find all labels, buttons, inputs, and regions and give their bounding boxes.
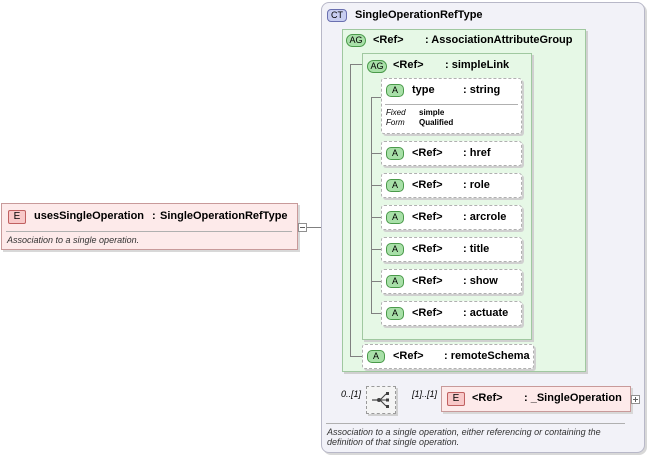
expand-icon[interactable] <box>631 395 640 404</box>
single-op-badge: E <box>447 392 465 406</box>
attr-title-ref: <Ref> <box>412 243 443 255</box>
attr-actuate[interactable]: A <Ref> : actuate <box>381 301 522 326</box>
ct-badge: CT <box>327 9 347 22</box>
attr-arcrole-badge: A <box>386 211 404 224</box>
attr-href-ref: <Ref> <box>412 147 443 159</box>
ct-doc: Association to a single operation, eithe… <box>327 427 601 447</box>
attr-arcrole-ref: <Ref> <box>412 211 443 223</box>
attr-href[interactable]: A <Ref> : href <box>381 141 522 166</box>
connector-attr-5 <box>371 281 381 282</box>
collapse-icon[interactable] <box>298 223 307 232</box>
connector-element-to-ct <box>306 227 332 228</box>
ag-outer-name: : AssociationAttributeGroup <box>425 34 573 46</box>
ag-inner-badge: AG <box>367 60 387 73</box>
attr-title[interactable]: A <Ref> : title <box>381 237 522 262</box>
fixed-value: simple <box>419 108 445 117</box>
connector-attr-3 <box>371 217 381 218</box>
choice-box[interactable] <box>366 386 396 414</box>
element-sep: : <box>152 210 156 222</box>
attr-remote-schema[interactable]: A <Ref> : remoteSchema <box>362 344 534 369</box>
attr-role-badge: A <box>386 179 404 192</box>
connector-attr-type <box>371 97 381 98</box>
ct-divider <box>326 423 625 424</box>
connector-to-ag-inner <box>350 64 362 65</box>
attr-show-badge: A <box>386 275 404 288</box>
fixed-label: Fixed <box>386 108 406 117</box>
attr-arcrole-name: : arcrole <box>463 211 507 223</box>
single-op-name: : _SingleOperation <box>524 392 622 404</box>
element-badge: E <box>8 210 26 224</box>
ag-inner-name: : simpleLink <box>445 59 510 71</box>
attr-role-ref: <Ref> <box>412 179 443 191</box>
form-label: Form <box>386 118 405 127</box>
attr-actuate-ref: <Ref> <box>412 307 443 319</box>
connector-attr-4 <box>371 249 381 250</box>
element-type: SingleOperationRefType <box>160 210 288 222</box>
attr-href-badge: A <box>386 147 404 160</box>
attr-role-name: : role <box>463 179 490 191</box>
element-box[interactable]: E usesSingleOperation : SingleOperationR… <box>1 203 298 250</box>
attr-type[interactable]: A type : string Fixed simple Form Qualif… <box>381 78 522 134</box>
attr-arcrole[interactable]: A <Ref> : arcrole <box>381 205 522 230</box>
connector-ag-inner-vertical <box>371 97 372 314</box>
single-operation-box[interactable]: E <Ref> : _SingleOperation <box>441 386 631 412</box>
connector-ag-outer-vertical <box>350 64 351 356</box>
element-name: usesSingleOperation <box>34 210 145 222</box>
attr-type-name: type <box>412 84 435 96</box>
connector-attr-1 <box>371 153 381 154</box>
attr-remote-schema-badge: A <box>367 350 385 363</box>
ct-name: SingleOperationRefType <box>355 9 483 21</box>
attr-actuate-name: : actuate <box>463 307 509 319</box>
connector-attr-2 <box>371 185 381 186</box>
attr-show-ref: <Ref> <box>412 275 443 287</box>
attr-type-type: : string <box>463 84 501 96</box>
attr-role[interactable]: A <Ref> : role <box>381 173 522 198</box>
element-divider <box>6 231 292 232</box>
attr-href-name: : href <box>463 147 491 159</box>
attr-type-divider <box>385 104 518 105</box>
attr-actuate-badge: A <box>386 307 404 320</box>
expand-icon-vbar <box>635 397 636 402</box>
connector-attr-6 <box>371 313 381 314</box>
connector-to-remote-schema <box>350 356 362 357</box>
form-value: Qualified <box>419 118 454 127</box>
element-doc: Association to a single operation. <box>7 235 140 245</box>
attr-show-name: : show <box>463 275 498 287</box>
attr-show[interactable]: A <Ref> : show <box>381 269 522 294</box>
attr-title-badge: A <box>386 243 404 256</box>
attr-remote-schema-ref: <Ref> <box>393 350 424 362</box>
choice-max-label: [1]..[1] <box>412 389 438 399</box>
attr-title-name: : title <box>463 243 490 255</box>
ag-inner-ref: <Ref> <box>393 59 424 71</box>
ag-outer-badge: AG <box>346 34 366 47</box>
ag-outer-ref: <Ref> <box>373 34 404 46</box>
collapse-icon-bar <box>300 227 305 228</box>
single-op-ref: <Ref> <box>472 392 503 404</box>
choice-min-label: 0..[1] <box>341 389 362 399</box>
attr-type-badge: A <box>386 84 404 97</box>
choice-icon <box>372 392 389 408</box>
attr-remote-schema-name: : remoteSchema <box>444 350 530 362</box>
